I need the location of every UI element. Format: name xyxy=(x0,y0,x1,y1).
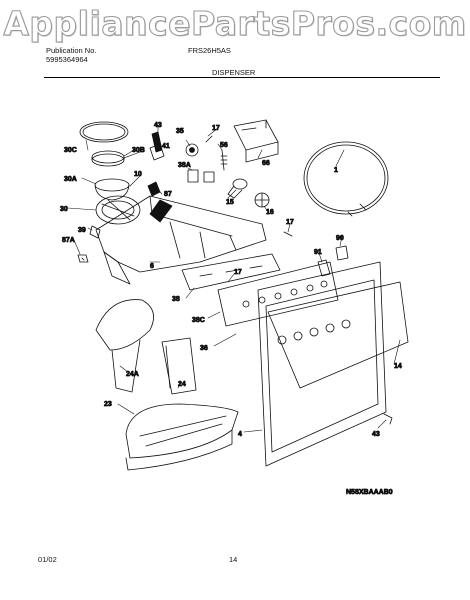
part-screw-43 xyxy=(151,131,163,153)
callout-label: 30A xyxy=(64,176,77,183)
callout-label: 4 xyxy=(238,431,242,438)
footer-date: 01/02 xyxy=(38,555,57,564)
part-ring-seal xyxy=(79,121,129,143)
callout-label: 38C xyxy=(192,317,205,324)
part-clip-87a xyxy=(77,254,89,263)
part-flap-24 xyxy=(161,337,197,395)
part-screw-17b xyxy=(205,135,213,143)
part-pin-56 xyxy=(220,149,228,171)
part-switch-38a xyxy=(187,169,215,183)
part-bulb-15 xyxy=(227,178,248,199)
part-bezel-14 xyxy=(267,281,409,389)
part-housing-30 xyxy=(95,195,141,225)
callout-label: 30C xyxy=(64,147,77,154)
part-control-board xyxy=(181,253,281,291)
callout-label: 23 xyxy=(104,401,112,408)
callout-label: 17 xyxy=(234,269,242,276)
part-funnel-24a xyxy=(95,299,154,393)
callout-label: 36 xyxy=(200,345,208,352)
leader-lines xyxy=(67,124,401,433)
callout-label: 66 xyxy=(262,160,270,167)
part-bracket-91 xyxy=(317,259,331,277)
callout-label: 30B xyxy=(132,147,145,154)
callout-labels: 43 35 17 30C 41 56 30B 66 30A 38A 10 87 … xyxy=(60,122,403,439)
part-screw-43b xyxy=(383,413,393,425)
callout-label: 16 xyxy=(266,209,274,216)
part-bracket-90 xyxy=(335,245,349,261)
callout-label: 24 xyxy=(178,381,186,388)
publication-label: Publication No. xyxy=(46,46,97,55)
callout-label: 56 xyxy=(220,142,228,149)
part-drip-tray-23 xyxy=(125,403,239,471)
callout-label: 35 xyxy=(176,128,184,135)
drawing-code: N58XBAAAB0 xyxy=(346,489,393,496)
callout-label: 17 xyxy=(286,219,294,226)
part-front-panel-4 xyxy=(257,261,387,467)
part-bracket-39 xyxy=(89,225,101,239)
callout-label: 43 xyxy=(372,431,380,438)
callout-label: 30 xyxy=(60,206,68,213)
callout-label: 43 xyxy=(154,122,162,129)
callout-label: 1 xyxy=(334,167,338,174)
callout-label: 17 xyxy=(212,125,220,132)
callout-label: 39 xyxy=(78,227,86,234)
callout-label: 24A xyxy=(126,371,139,378)
part-cup xyxy=(94,178,130,201)
callout-label: 10 xyxy=(134,171,142,178)
section-title: DISPENSER xyxy=(212,68,256,77)
part-housing-6 xyxy=(95,195,267,285)
part-screw-17a xyxy=(283,231,293,237)
callout-label: 15 xyxy=(226,199,234,206)
callout-label: 38 xyxy=(172,296,180,303)
part-socket-16 xyxy=(254,192,270,208)
part-tubing-coil-1 xyxy=(303,141,389,217)
callout-label: 87A xyxy=(62,237,75,244)
part-module-66 xyxy=(233,119,279,163)
footer-page-number: 14 xyxy=(229,555,238,564)
part-auger-disc xyxy=(91,150,125,167)
callout-label: 14 xyxy=(394,363,402,370)
part-bracket-41 xyxy=(149,143,165,161)
callout-label: 91 xyxy=(314,249,322,256)
watermark-logo: AppliancePartsPros.com xyxy=(3,3,467,43)
part-keypad-38c xyxy=(217,261,339,327)
part-solenoid-35 xyxy=(185,143,199,157)
model-number: FRS26H5AS xyxy=(188,46,231,55)
header-divider xyxy=(44,77,440,78)
publication-number: 5995364964 xyxy=(46,55,88,64)
callout-label: 90 xyxy=(336,235,344,242)
callout-label: 41 xyxy=(162,143,170,150)
callout-label: 38A xyxy=(178,162,191,169)
callout-label: 87 xyxy=(164,191,172,198)
part-clip-87 xyxy=(147,181,161,197)
callout-label: 6 xyxy=(150,263,154,270)
